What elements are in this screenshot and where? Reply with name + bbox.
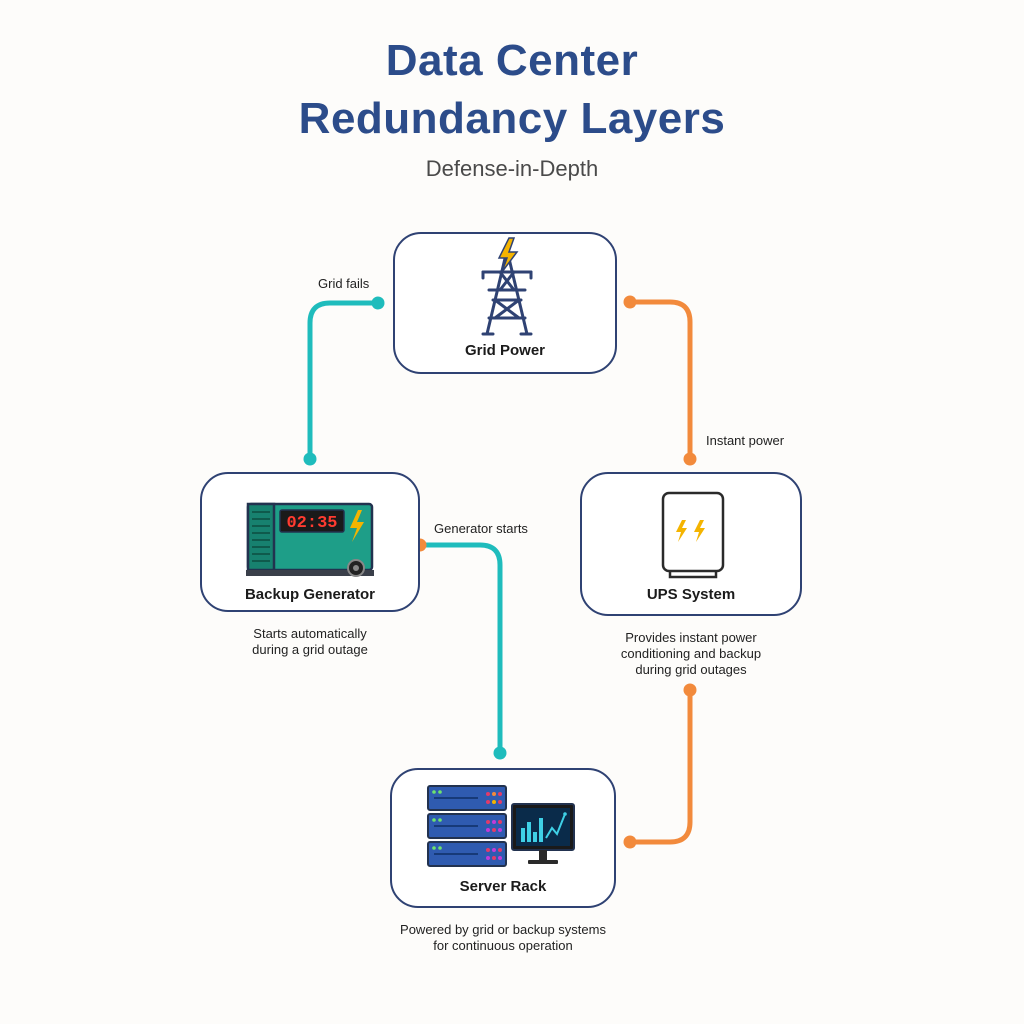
connector-dot bbox=[683, 683, 697, 697]
caption-line: conditioning and backup bbox=[620, 646, 762, 661]
page-subtitle: Defense-in-Depth bbox=[425, 156, 599, 181]
ups-system-label: UPS System bbox=[646, 586, 736, 603]
server-rack-card[interactable]: Server Rack bbox=[390, 768, 616, 908]
generator-icon: 02:35 bbox=[246, 502, 374, 577]
ups-icon bbox=[661, 491, 725, 579]
connector-dot bbox=[623, 835, 637, 849]
caption-line: during grid outages bbox=[635, 662, 747, 677]
connector-grid-to-generator bbox=[307, 300, 381, 461]
caption-line: Provides instant power bbox=[625, 630, 757, 645]
caption-line: Powered by grid or backup systems bbox=[400, 922, 606, 937]
backup-generator-card[interactable]: 02:35 Backup Generator bbox=[200, 472, 420, 612]
caption-line: during a grid outage bbox=[252, 642, 368, 657]
caption-line: Starts automatically bbox=[253, 626, 367, 641]
title-line-1: Data Center bbox=[385, 36, 639, 85]
connector-dot bbox=[623, 295, 637, 309]
server-rack-label: Server Rack bbox=[459, 878, 547, 895]
ups-system-caption: Provides instant power conditioning and … bbox=[580, 630, 802, 678]
connector-ups-to-server bbox=[627, 687, 693, 845]
title-line-2: Redundancy Layers bbox=[298, 94, 726, 143]
edge-label-instant-power: Instant power bbox=[706, 433, 785, 448]
connector-generator-to-server bbox=[417, 542, 503, 755]
server-rack-icon bbox=[427, 785, 575, 867]
generator-display-text: 02:35 bbox=[286, 514, 337, 533]
connector-dot bbox=[493, 746, 507, 760]
backup-generator-caption: Starts automatically during a grid outag… bbox=[200, 626, 420, 658]
grid-power-card[interactable]: Grid Power bbox=[393, 232, 617, 374]
ups-system-card[interactable]: UPS System bbox=[580, 472, 802, 616]
connector-dot bbox=[683, 452, 697, 466]
connector-dot bbox=[303, 452, 317, 466]
grid-power-label: Grid Power bbox=[464, 342, 546, 359]
edge-label-grid-fails: Grid fails bbox=[318, 276, 370, 291]
connector-dot bbox=[371, 296, 385, 310]
connector-grid-to-ups bbox=[627, 299, 693, 461]
page-title: Data Center Redundancy Layers bbox=[0, 32, 1024, 148]
backup-generator-label: Backup Generator bbox=[244, 586, 376, 603]
transmission-tower-icon bbox=[481, 237, 533, 336]
server-rack-caption: Powered by grid or backup systems for co… bbox=[330, 922, 676, 954]
caption-line: for continuous operation bbox=[433, 938, 573, 953]
edge-label-generator-starts: Generator starts bbox=[434, 521, 528, 536]
